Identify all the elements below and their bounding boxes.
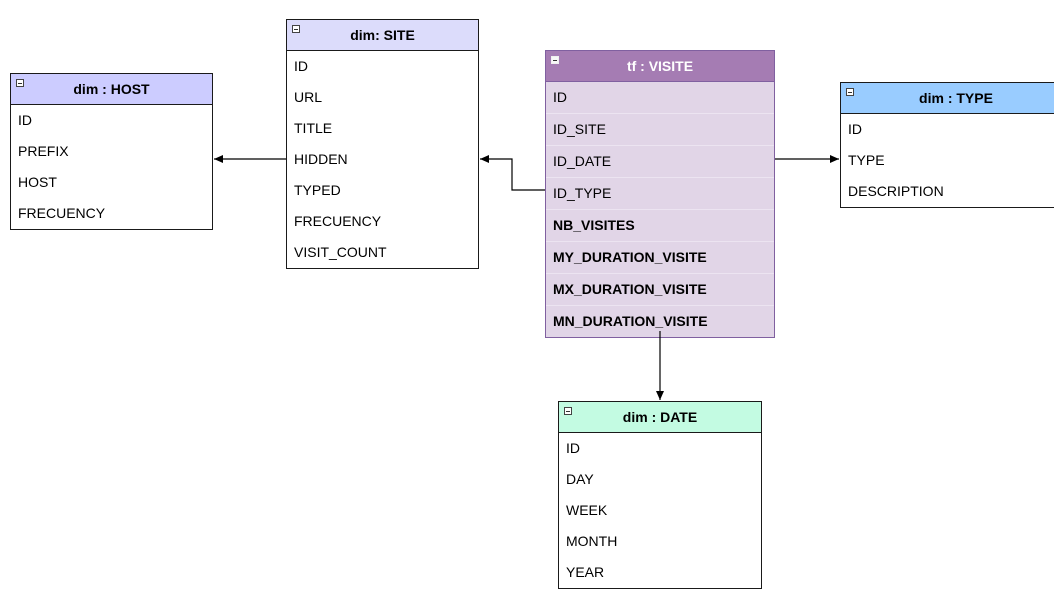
entity-visite[interactable]: tf : VISITE ID ID_SITE ID_DATE ID_TYPE N… bbox=[545, 50, 775, 338]
entity-visite-title: tf : VISITE bbox=[626, 58, 694, 74]
field-row[interactable]: HOST bbox=[18, 174, 57, 190]
entity-date[interactable]: dim : DATE ID DAY WEEK MONTH YEAR bbox=[558, 401, 762, 589]
measure-row[interactable]: MN_DURATION_VISITE bbox=[553, 313, 708, 329]
field-row[interactable]: DESCRIPTION bbox=[848, 183, 944, 199]
field-row[interactable]: ID bbox=[294, 58, 308, 74]
field-row[interactable]: MONTH bbox=[566, 533, 618, 549]
measure-row[interactable]: MX_DURATION_VISITE bbox=[546, 274, 774, 306]
collapse-icon[interactable] bbox=[551, 56, 559, 64]
entity-date-title: dim : DATE bbox=[622, 409, 698, 425]
field-row[interactable]: PREFIX bbox=[18, 143, 69, 159]
entity-type-title: dim : TYPE bbox=[919, 90, 993, 106]
entity-site-title: dim: SITE bbox=[350, 27, 415, 43]
field-row[interactable]: ID bbox=[546, 82, 774, 114]
entity-site[interactable]: dim: SITE ID URL TITLE HIDDEN TYPED FREC… bbox=[286, 19, 479, 269]
field-row[interactable]: ID_DATE bbox=[546, 146, 774, 178]
field-row[interactable]: TYPE bbox=[848, 152, 885, 168]
field-row[interactable]: FRECUENCY bbox=[18, 205, 106, 221]
entity-host-header[interactable]: dim : HOST bbox=[11, 74, 212, 105]
field-row[interactable]: HIDDEN bbox=[294, 151, 348, 167]
field-row[interactable]: ID_SITE bbox=[546, 114, 774, 146]
field-row[interactable]: DAY bbox=[566, 471, 594, 487]
field-row[interactable]: ID bbox=[566, 440, 580, 456]
field-row[interactable]: ID_TYPE bbox=[546, 178, 774, 210]
field-row[interactable]: ID bbox=[18, 112, 32, 128]
entity-visite-header[interactable]: tf : VISITE bbox=[546, 51, 774, 82]
field-row[interactable]: FRECUENCY bbox=[294, 213, 382, 229]
field-row[interactable]: WEEK bbox=[566, 502, 608, 518]
entity-host[interactable]: dim : HOST ID PREFIX HOST FRECUENCY bbox=[10, 73, 213, 230]
collapse-icon[interactable] bbox=[564, 407, 572, 415]
entity-host-title: dim : HOST bbox=[73, 81, 150, 97]
field-row[interactable]: ID bbox=[848, 121, 862, 137]
field-row[interactable]: URL bbox=[294, 89, 323, 105]
field-row[interactable]: VISIT_COUNT bbox=[294, 244, 387, 260]
measure-row[interactable]: NB_VISITES bbox=[546, 210, 774, 242]
connector-visite-site[interactable] bbox=[480, 155, 545, 191]
field-row[interactable]: YEAR bbox=[566, 564, 605, 580]
entity-type[interactable]: dim : TYPE ID TYPE DESCRIPTION bbox=[840, 82, 1054, 208]
collapse-icon[interactable] bbox=[16, 79, 24, 87]
collapse-icon[interactable] bbox=[846, 88, 854, 96]
measure-row[interactable]: MY_DURATION_VISITE bbox=[546, 242, 774, 274]
field-row[interactable]: TYPED bbox=[294, 182, 341, 198]
entity-type-header[interactable]: dim : TYPE bbox=[841, 83, 1054, 114]
entity-date-header[interactable]: dim : DATE bbox=[559, 402, 761, 433]
field-row[interactable]: TITLE bbox=[294, 120, 333, 136]
entity-site-header[interactable]: dim: SITE bbox=[287, 20, 478, 51]
collapse-icon[interactable] bbox=[292, 25, 300, 33]
